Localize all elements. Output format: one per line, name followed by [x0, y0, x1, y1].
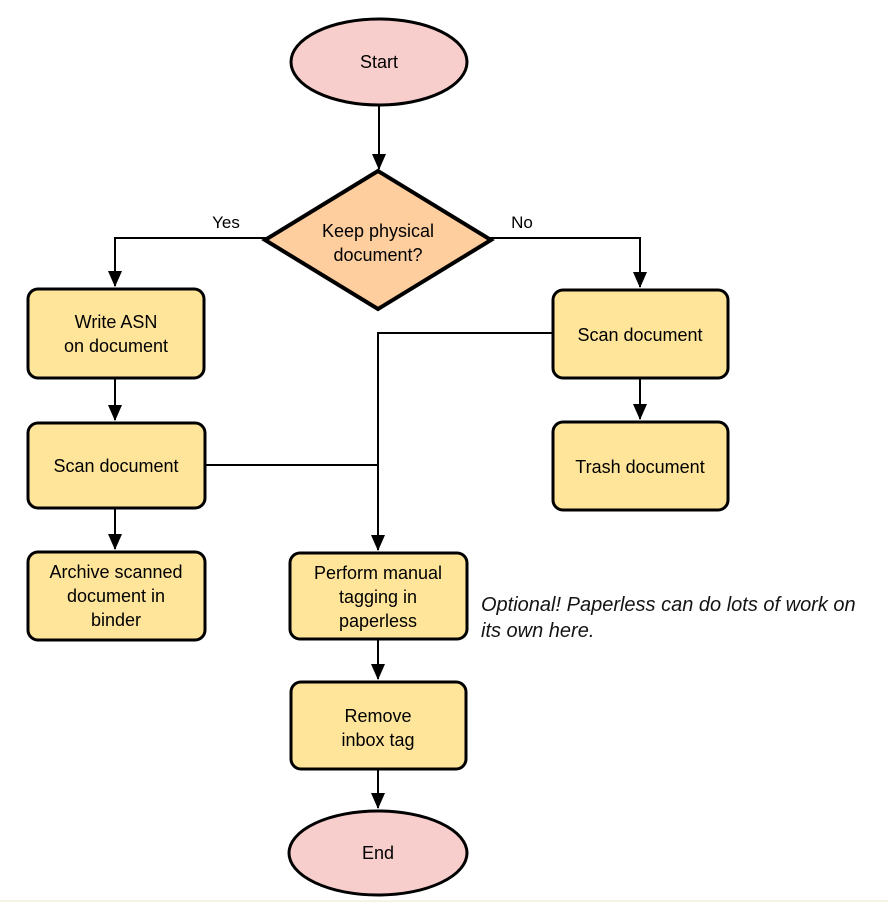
process-manual-tagging: [288, 551, 469, 641]
process-scan-document-left-label: Scan document: [53, 456, 178, 476]
process-manual-tagging-label-line1: Perform manual: [314, 563, 442, 583]
end-terminal-label: End: [362, 843, 394, 863]
process-scan-document-left: [26, 421, 207, 510]
edge-decision-no-to-scan-right: [490, 237, 647, 288]
decision-keep-physical-document: [261, 168, 495, 312]
end-terminal: [287, 809, 469, 897]
process-remove-inbox-tag-label-line1: Remove: [344, 706, 411, 726]
process-manual-tagging-label-line3: paperless: [339, 611, 417, 631]
process-archive-binder-label-line1: Archive scanned: [49, 562, 182, 582]
edge-label-no: No: [511, 213, 533, 232]
process-write-asn-label-line1: Write ASN: [75, 312, 158, 332]
process-scan-document-right: [551, 288, 730, 380]
note-optional-line2: its own here.: [481, 620, 594, 642]
process-write-asn: [26, 287, 206, 380]
decision-label-line2: document?: [333, 245, 422, 265]
edge-label-yes: Yes: [212, 213, 240, 232]
process-trash-document-label: Trash document: [575, 457, 704, 477]
edge-decision-yes-to-write-asn: [108, 237, 266, 287]
process-remove-inbox-tag: [289, 680, 468, 771]
process-archive-binder: [26, 550, 207, 642]
decision-label-line1: Keep physical: [322, 221, 434, 241]
note-optional-line1: Optional! Paperless can do lots of work …: [481, 594, 856, 616]
process-archive-binder-label-line3: binder: [91, 610, 141, 630]
edge-scan-right-to-tagging: [371, 332, 553, 551]
start-terminal-label: Start: [360, 52, 398, 72]
process-manual-tagging-label-line2: tagging in: [339, 587, 417, 607]
process-archive-binder-label-line2: document in: [67, 586, 165, 606]
process-scan-document-right-label: Scan document: [577, 325, 702, 345]
process-trash-document: [551, 420, 730, 512]
process-remove-inbox-tag-label-line2: inbox tag: [341, 730, 414, 750]
start-terminal: [289, 17, 469, 107]
bottom-divider: [0, 900, 888, 902]
process-write-asn-label-line2: on document: [64, 336, 168, 356]
